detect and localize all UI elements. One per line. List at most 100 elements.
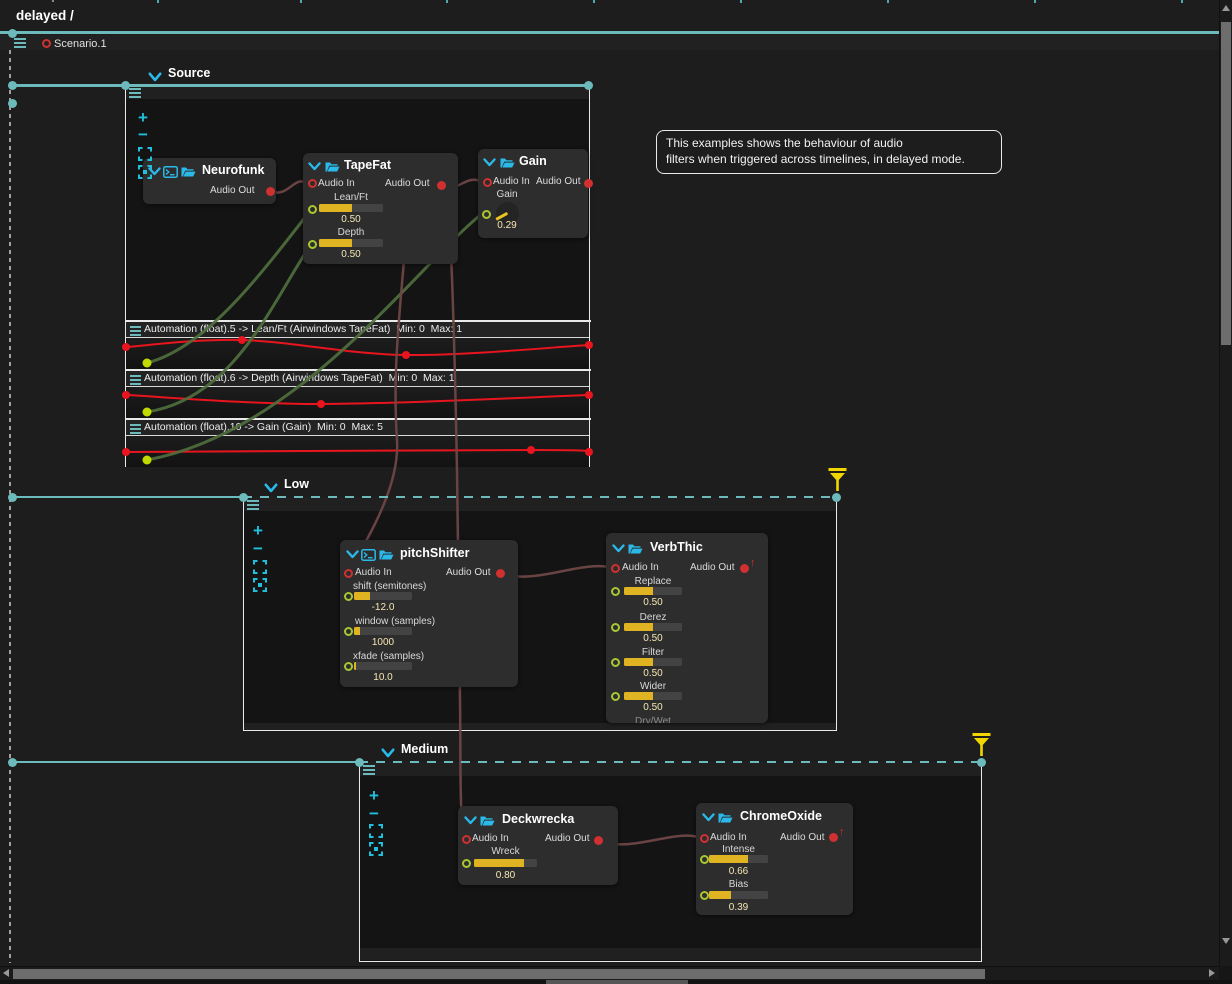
fit-selection-icon[interactable] <box>138 165 152 179</box>
param-slider[interactable] <box>354 592 412 600</box>
folder-icon[interactable] <box>628 543 643 555</box>
chevron-down-icon[interactable] <box>148 167 161 176</box>
audio-out-port[interactable] <box>583 178 593 188</box>
param-port[interactable] <box>610 622 620 632</box>
node-pitchshifter[interactable]: pitchShifter Audio In Audio Out shift (s… <box>340 540 518 687</box>
param-port[interactable] <box>610 691 620 701</box>
lane-3-handle-icon[interactable] <box>130 423 141 426</box>
zoom-out-button[interactable]: − <box>369 804 379 823</box>
clip-handle[interactable] <box>7 492 17 502</box>
fit-selection-icon[interactable] <box>253 578 267 592</box>
audio-in-port[interactable] <box>343 568 353 578</box>
group-medium-collapse[interactable] <box>381 745 395 763</box>
chevron-down-icon[interactable] <box>483 158 496 167</box>
lane-3-envelope-area[interactable] <box>126 435 589 467</box>
chevron-down-icon[interactable] <box>464 816 477 825</box>
zoom-in-button[interactable]: + <box>369 786 379 805</box>
fit-selection-icon[interactable] <box>369 842 383 856</box>
param-port[interactable] <box>343 626 353 636</box>
audio-in-port[interactable] <box>307 178 317 188</box>
lane-2-envelope-area[interactable] <box>126 386 589 418</box>
param-port[interactable] <box>343 661 353 671</box>
zoom-in-button[interactable]: + <box>138 108 148 127</box>
param-port[interactable] <box>699 890 709 900</box>
param-slider[interactable] <box>474 859 537 867</box>
vertical-scroll-thumb[interactable] <box>1220 22 1231 345</box>
audio-out-port[interactable] <box>739 563 749 573</box>
node-tapefat[interactable]: TapeFat Audio In Audio Out Lean/Ft 0.50 … <box>303 153 458 264</box>
param-slider[interactable] <box>624 658 682 666</box>
audio-out-port[interactable] <box>265 186 275 196</box>
chevron-down-icon[interactable] <box>612 544 625 553</box>
param-slider[interactable] <box>319 204 383 212</box>
group-source-title[interactable]: Source <box>168 66 211 80</box>
group-source-handle-icon[interactable] <box>129 88 141 90</box>
chevron-down-icon[interactable] <box>381 748 395 758</box>
clip-handle[interactable] <box>976 757 986 767</box>
param-slider[interactable] <box>709 855 768 863</box>
param-slider[interactable] <box>709 891 768 899</box>
param-port[interactable] <box>610 657 620 667</box>
scroll-left-icon[interactable] <box>3 969 9 977</box>
group-low-collapse[interactable] <box>264 480 278 498</box>
audio-out-port[interactable] <box>436 180 446 190</box>
audio-out-port[interactable] <box>828 832 838 842</box>
folder-icon[interactable] <box>480 815 495 827</box>
chevron-down-icon[interactable] <box>346 550 359 559</box>
clip-handle[interactable] <box>7 80 17 90</box>
fit-view-icon[interactable] <box>253 560 267 574</box>
lane-1-handle-icon[interactable] <box>130 325 141 328</box>
terminal-icon[interactable] <box>361 549 376 561</box>
group-low-handle-icon[interactable] <box>247 500 259 502</box>
node-deckwrecka[interactable]: Deckwrecka Audio In Audio Out Wreck 0.80 <box>458 806 618 885</box>
param-port[interactable] <box>307 239 317 249</box>
param-slider[interactable] <box>319 239 383 247</box>
group-medium-handle-icon[interactable] <box>363 765 375 767</box>
chevron-down-icon[interactable] <box>148 72 162 82</box>
chevron-down-icon[interactable] <box>308 162 321 171</box>
chevron-down-icon[interactable] <box>702 813 715 822</box>
folder-icon[interactable] <box>325 161 340 173</box>
param-slider[interactable] <box>624 623 682 631</box>
horizontal-scroll-thumb[interactable] <box>13 968 985 979</box>
folder-icon[interactable] <box>181 166 196 178</box>
zoom-out-button[interactable]: − <box>138 125 148 144</box>
param-slider[interactable] <box>624 587 682 595</box>
scroll-down-icon[interactable] <box>1221 938 1230 944</box>
filter-funnel-icon[interactable] <box>828 468 847 492</box>
zoom-in-button[interactable]: + <box>253 521 263 540</box>
node-verbthic[interactable]: VerbThic Audio In Audio Out ↑ Replace 0.… <box>606 533 768 723</box>
outer-scroll-thumb[interactable] <box>546 980 688 984</box>
lane-2-handle-icon[interactable] <box>130 374 141 377</box>
folder-icon[interactable] <box>718 812 733 824</box>
param-port[interactable] <box>481 209 491 219</box>
param-port[interactable] <box>699 854 709 864</box>
group-medium-title[interactable]: Medium <box>401 742 449 756</box>
node-gain[interactable]: Gain Audio In Audio Out Gain 0.29 <box>478 149 593 238</box>
param-port[interactable] <box>610 586 620 596</box>
folder-icon[interactable] <box>379 549 394 561</box>
clip-handle[interactable] <box>831 492 841 502</box>
group-low-title[interactable]: Low <box>284 477 309 491</box>
audio-in-port[interactable] <box>699 833 709 843</box>
fit-view-icon[interactable] <box>138 147 152 161</box>
clip-handle[interactable] <box>7 757 17 767</box>
audio-in-port[interactable] <box>610 563 620 573</box>
terminal-icon[interactable] <box>163 166 178 178</box>
zoom-out-button[interactable]: − <box>253 539 263 558</box>
audio-in-port[interactable] <box>482 177 492 187</box>
node-neurofunk[interactable]: Neurofunk Audio Out <box>143 158 276 204</box>
param-slider[interactable] <box>624 692 682 700</box>
tab-scenario[interactable]: Scenario.1 <box>54 37 107 50</box>
lane-1-envelope-area[interactable] <box>126 337 589 369</box>
clip-handle[interactable] <box>583 80 593 90</box>
fit-view-icon[interactable] <box>369 824 383 838</box>
param-port[interactable] <box>307 204 317 214</box>
scroll-up-icon[interactable] <box>1221 5 1230 11</box>
menu-icon[interactable] <box>14 38 26 40</box>
param-slider[interactable] <box>354 627 412 635</box>
clip-handle[interactable] <box>7 98 17 108</box>
folder-icon[interactable] <box>500 157 515 169</box>
filter-funnel-icon[interactable] <box>972 733 991 757</box>
